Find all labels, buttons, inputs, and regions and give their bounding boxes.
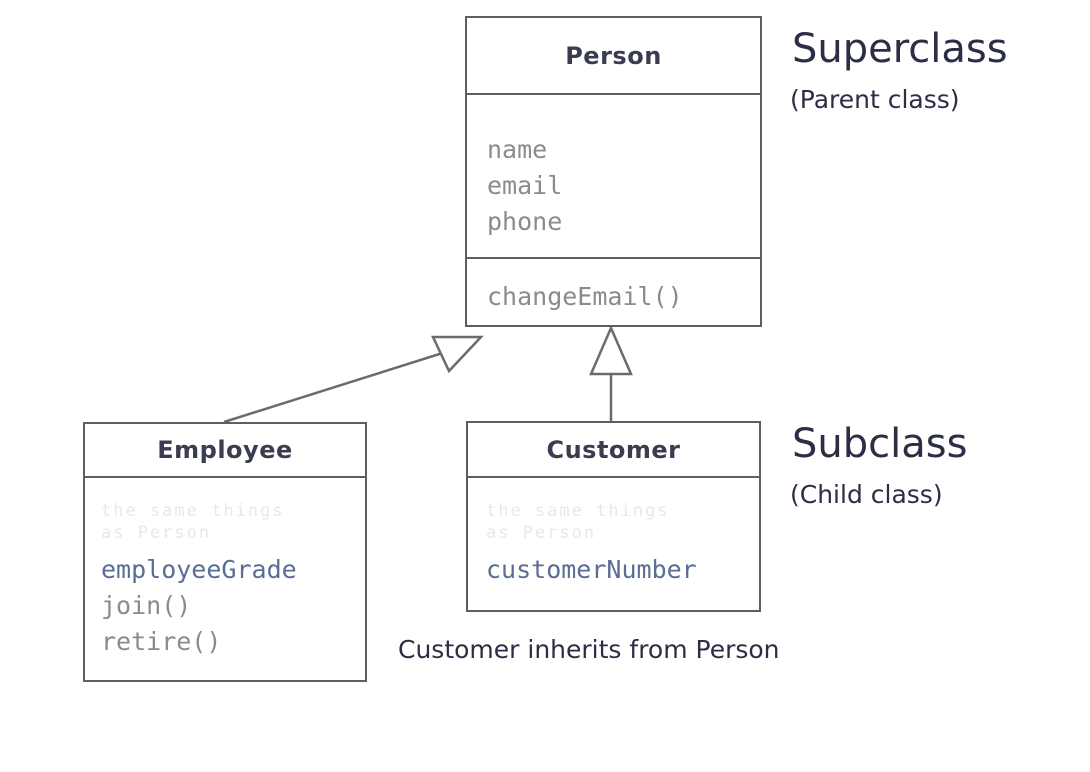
employee-generalization-line <box>223 349 450 424</box>
superclass-sublabel: (Parent class) <box>790 85 960 114</box>
customer-inherited-note-line-1: the same things <box>486 501 670 521</box>
customer-inherited-note-line-2: as Person <box>486 523 597 543</box>
employee-class-box: Employee the same things as Person emplo… <box>83 422 367 682</box>
superclass-label: Superclass <box>792 26 1008 72</box>
employee-generalization-arrowhead <box>431 335 484 374</box>
person-method-change-email: changeEmail() <box>487 282 683 311</box>
person-attributes: name email phone <box>467 95 760 259</box>
employee-method-retire: retire() <box>101 627 222 656</box>
employee-attribute-grade: employeeGrade <box>101 555 297 584</box>
subclass-sublabel: (Child class) <box>790 480 943 509</box>
person-attribute-name: name <box>487 135 548 164</box>
person-attribute-email: email <box>487 171 563 200</box>
employee-members: the same things as Person employeeGrade … <box>85 478 365 660</box>
employee-inherited-note-line-2: as Person <box>101 523 212 543</box>
customer-class-box: Customer the same things as Person custo… <box>466 421 761 612</box>
customer-attribute-number: customerNumber <box>486 555 697 584</box>
inheritance-caption: Customer inherits from Person <box>398 635 780 664</box>
person-class-box: Person name email phone changeEmail() <box>465 16 762 327</box>
employee-class-name: Employee <box>85 424 365 478</box>
person-attribute-phone: phone <box>487 207 563 236</box>
person-class-name: Person <box>467 18 760 95</box>
employee-method-join: join() <box>101 591 192 620</box>
employee-inherited-note-line-1: the same things <box>101 501 285 521</box>
customer-class-name: Customer <box>468 423 759 478</box>
customer-generalization-arrowhead <box>589 324 633 376</box>
customer-members: the same things as Person customerNumber <box>468 478 759 588</box>
subclass-label: Subclass <box>792 421 968 467</box>
person-methods: changeEmail() <box>467 259 760 315</box>
